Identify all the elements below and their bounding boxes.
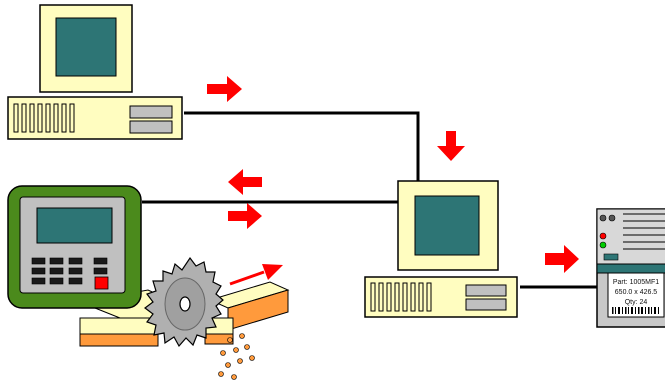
- arrow-diagonal-saw-icon: [229, 264, 283, 286]
- printer-button-1: [599, 214, 607, 222]
- flow-arrows: [207, 76, 579, 286]
- printer-grille: [623, 213, 665, 250]
- cable-top-computer-to-center: [184, 111, 420, 182]
- arrow-right-printer-icon: [545, 245, 579, 273]
- center-cpu-drive-2: [465, 298, 507, 311]
- arrow-left-controller-icon: [228, 169, 262, 195]
- top-cpu-drive-2: [129, 120, 173, 134]
- controller-keypad: [31, 257, 108, 285]
- sawdust-particles: [218, 333, 255, 380]
- printer-led-red: [599, 232, 607, 240]
- label-line-3: Qty: 24: [625, 299, 648, 306]
- center-monitor-screen: [414, 195, 480, 256]
- controller-screen: [36, 207, 113, 244]
- printer-slot-stripe: [603, 253, 619, 261]
- label-printer-icon: Part: 1005MF1 650.0 x 426.5 Qty: 24: [596, 208, 665, 328]
- label-barcode: [612, 307, 659, 314]
- top-cpu-vents: [13, 103, 75, 133]
- arrow-down-center-icon: [437, 131, 465, 161]
- controller-red-key: [94, 276, 109, 290]
- label-line-2: 650.0 x 426.5: [615, 289, 658, 296]
- label-line-1: Part: 1005MF1: [613, 279, 659, 286]
- circular-saw-icon: [144, 256, 255, 380]
- network-cables: [142, 111, 597, 289]
- center-cpu-drive-1: [465, 284, 507, 297]
- arrow-right-top-icon: [207, 76, 242, 102]
- saw-hub: [179, 296, 191, 312]
- top-computer-icon: [7, 4, 183, 140]
- top-cpu-drive-1: [129, 105, 173, 119]
- arrow-right-controller-icon: [228, 203, 262, 229]
- right-board-base: [204, 333, 234, 345]
- printer-output-slot: [596, 263, 665, 274]
- center-cpu-vents: [370, 282, 432, 312]
- printer-led-green: [599, 241, 607, 249]
- top-monitor-screen: [55, 17, 117, 77]
- cnc-controller-icon: [7, 185, 142, 309]
- printer-button-2: [608, 214, 616, 222]
- front-board-base: [79, 333, 159, 347]
- center-computer-icon: [364, 180, 518, 318]
